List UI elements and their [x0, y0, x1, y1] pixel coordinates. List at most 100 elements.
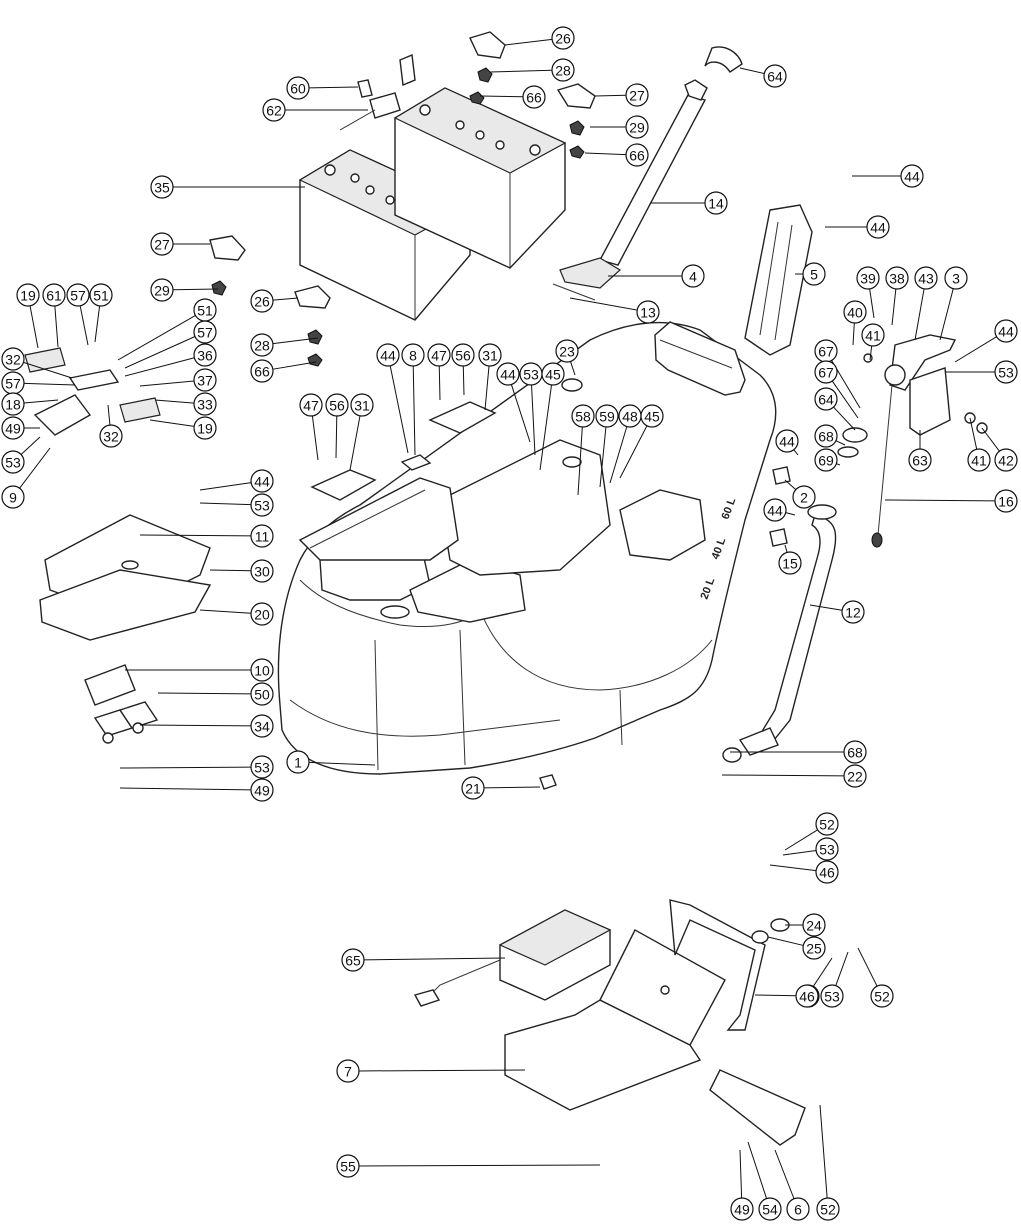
leader-line [489, 69, 553, 73]
leader-line [857, 947, 878, 987]
leader-line [835, 440, 846, 446]
leader-line [79, 305, 89, 346]
callout-circle [775, 429, 799, 453]
callout-number: 52 [819, 817, 835, 833]
callout-number: 10 [254, 663, 270, 679]
callout-circle [541, 362, 565, 386]
callout-49: 49 [250, 778, 274, 802]
callout-43: 43 [914, 266, 938, 290]
callout-circle [967, 448, 991, 472]
callout-number: 66 [629, 148, 645, 164]
callout-11: 11 [250, 524, 274, 548]
callout-number: 59 [599, 409, 615, 425]
leader-line [852, 322, 855, 346]
callout-circle [250, 559, 274, 583]
callout-number: 57 [197, 325, 213, 341]
callout-circle [843, 300, 867, 324]
callout-circle [571, 404, 595, 428]
callout-circle [820, 984, 844, 1008]
callout-circle [350, 393, 374, 417]
leader-line [577, 426, 583, 496]
callout-59: 59 [595, 404, 619, 428]
main-tank-body: 60 L 40 L 20 L [277, 321, 777, 775]
callout-circle [193, 392, 217, 416]
callout-number: 47 [303, 398, 319, 414]
callout-64: 64 [763, 64, 787, 88]
callout-circle [286, 76, 310, 100]
callout-number: 41 [865, 328, 881, 344]
callout-circle [730, 1197, 754, 1221]
bracket-9 [24, 347, 161, 436]
callout-number: 44 [380, 348, 396, 364]
callout-number: 44 [870, 220, 886, 236]
callout-19: 19 [193, 416, 217, 440]
leader-line [784, 479, 797, 491]
callout-number: 68 [818, 429, 834, 445]
callout-circle [814, 360, 838, 384]
callout-circle [250, 469, 274, 493]
callout-circle [814, 387, 838, 411]
callout-number: 53 [5, 455, 21, 471]
callout-circle [193, 320, 217, 344]
callout-25: 25 [802, 936, 826, 960]
cover-6 [709, 1069, 806, 1146]
leader-line [272, 337, 319, 345]
callout-circle [99, 424, 123, 448]
leader-line [23, 382, 76, 386]
battery-charger [413, 909, 612, 1007]
callout-circle [551, 26, 575, 50]
callout-circle [814, 424, 838, 448]
callout-circle [250, 658, 274, 682]
leader-line [349, 415, 361, 471]
callout-23: 23 [555, 339, 579, 363]
callout-53: 53 [519, 362, 543, 386]
leader-line [884, 499, 996, 502]
leader-line [510, 384, 531, 443]
callout-number: 58 [575, 409, 591, 425]
callout-number: 22 [847, 769, 863, 785]
callout-28: 28 [250, 333, 274, 357]
callout-52: 52 [870, 984, 894, 1008]
callout-number: 64 [767, 69, 783, 85]
leader-line [139, 380, 195, 387]
callout-number: 49 [734, 1202, 750, 1218]
callout-6: 6 [786, 1197, 810, 1221]
callout-number: 12 [845, 605, 861, 621]
leader-line [23, 361, 73, 379]
callout-number: 28 [254, 338, 270, 354]
callout-circle [994, 360, 1018, 384]
callout-number: 68 [847, 745, 863, 761]
callout-53: 53 [820, 984, 844, 1008]
callout-number: 14 [708, 196, 724, 212]
callout-number: 53 [254, 760, 270, 776]
callout-circle [193, 368, 217, 392]
callout-circle [814, 448, 838, 472]
leader-line [363, 957, 506, 961]
callout-number: 26 [555, 31, 571, 47]
callout-number: 64 [818, 392, 834, 408]
callout-circle [250, 289, 274, 313]
callout-56: 56 [325, 393, 349, 417]
callout-circle [250, 493, 274, 517]
callout-number: 67 [818, 365, 834, 381]
callout-41: 41 [861, 323, 885, 347]
leader-line [335, 415, 338, 459]
callout-44: 44 [376, 343, 400, 367]
leader-lines [19, 38, 1000, 1199]
callout-51: 51 [89, 283, 113, 307]
callout-circle [250, 524, 274, 548]
callout-38: 38 [885, 266, 909, 290]
leader-line [769, 864, 817, 872]
callout-44: 44 [994, 319, 1018, 343]
leader-line [504, 38, 553, 46]
leader-line [157, 692, 252, 695]
callout-circle [778, 551, 802, 575]
callout-16: 16 [994, 489, 1018, 513]
callout-number: 7 [344, 1064, 352, 1080]
leader-line [539, 384, 553, 471]
leader-line [484, 365, 490, 411]
callout-12: 12 [841, 600, 865, 624]
callout-number: 48 [622, 409, 638, 425]
callout-number: 53 [998, 365, 1014, 381]
callout-circle [816, 1197, 840, 1221]
